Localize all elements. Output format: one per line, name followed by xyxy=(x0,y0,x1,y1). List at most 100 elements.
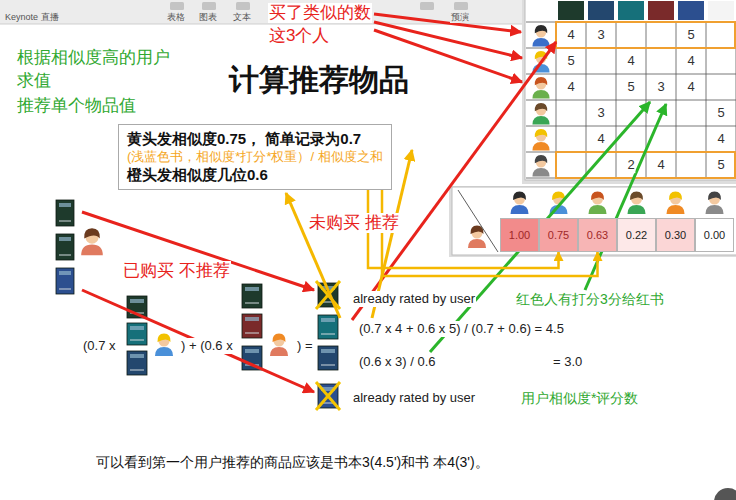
user-body xyxy=(532,38,549,47)
toolbar-icon xyxy=(170,2,184,10)
similarity-cell: 0.30 xyxy=(656,218,695,252)
user-icon xyxy=(667,192,685,215)
book-line xyxy=(59,289,71,290)
user-hair xyxy=(513,192,526,201)
book-thumb xyxy=(618,1,644,20)
table-cell: 3 xyxy=(596,27,605,43)
similarity-cell: 0.75 xyxy=(539,218,578,252)
book-icon xyxy=(318,315,338,339)
book-line xyxy=(59,255,71,256)
table-cell: 4 xyxy=(566,27,575,43)
book-title-band xyxy=(130,354,144,358)
user-hair xyxy=(535,155,547,163)
book-icon xyxy=(56,234,74,260)
similarity-value: 0.30 xyxy=(665,228,686,242)
user-body xyxy=(532,116,549,125)
annotation: 推荐单个物品值 xyxy=(16,96,137,116)
toolbar-label: 表格 xyxy=(166,12,186,23)
user-body xyxy=(81,244,103,255)
user-hair xyxy=(669,192,682,201)
similarity-value: 0.22 xyxy=(626,228,647,242)
user-body xyxy=(270,347,288,356)
user-hair xyxy=(157,334,170,343)
user-icon xyxy=(589,192,607,215)
user-body xyxy=(532,142,549,151)
cross-mark xyxy=(316,281,340,309)
table-cell: 2 xyxy=(626,157,635,173)
user-icon xyxy=(532,77,549,98)
note-text: (浅蓝色书，相似度*打分*权重）/ 相似度之和 xyxy=(127,149,383,166)
similarity-value: 0.63 xyxy=(587,228,608,242)
user-hair xyxy=(535,25,547,33)
annotation-arrow xyxy=(82,290,314,392)
user-hair xyxy=(535,103,547,111)
similarity-value: 0.75 xyxy=(548,228,569,242)
book-line xyxy=(130,340,144,341)
grid-line xyxy=(526,100,736,101)
user-hair xyxy=(630,192,643,201)
book-title-band xyxy=(59,237,71,241)
user-body xyxy=(155,347,173,356)
book-title-band xyxy=(321,318,335,322)
book-title-band xyxy=(59,203,71,207)
toolbar xyxy=(0,0,522,24)
user-body xyxy=(628,205,646,214)
toolbar-label: 图表 xyxy=(198,12,218,23)
annotation: 用户相似度*评分数 xyxy=(520,390,639,407)
result-text: = 3.0 xyxy=(552,354,583,370)
cross-mark xyxy=(316,382,340,410)
book-icon xyxy=(127,323,147,345)
row-highlight xyxy=(556,152,735,178)
user-icon xyxy=(511,192,529,215)
annotation-arrows xyxy=(82,14,666,392)
annotation-arrow xyxy=(374,22,522,58)
book-icon xyxy=(242,284,262,308)
cross-mark xyxy=(316,382,340,410)
slide-title: 计算推荐物品 xyxy=(228,62,410,98)
user-icon xyxy=(270,334,288,357)
corner-dot xyxy=(714,488,736,500)
user-body xyxy=(468,239,486,248)
book-line xyxy=(245,303,259,304)
user-icon xyxy=(155,334,173,357)
book-thumb xyxy=(558,1,584,20)
book-icon xyxy=(127,351,147,375)
annotation: 未购买 推荐 xyxy=(308,213,400,233)
result-text: (0.6 x 3) / 0.6 xyxy=(358,354,437,370)
table-cell: 5 xyxy=(626,79,635,95)
table-cell: 3 xyxy=(596,105,605,121)
toolbar-icon xyxy=(236,2,250,10)
similarity-value: 0.00 xyxy=(704,228,725,242)
connectors xyxy=(368,190,598,276)
panel-shadow xyxy=(449,186,736,257)
panel-shadow xyxy=(522,0,736,184)
user-icon xyxy=(706,192,724,215)
user-body xyxy=(511,205,529,214)
book-title-band xyxy=(59,271,71,275)
similarity-cell: 0.63 xyxy=(578,218,617,252)
book-icon xyxy=(56,268,74,294)
annotation: 根据相似度高的用户 xyxy=(16,48,171,68)
book-icon xyxy=(242,314,262,338)
user-icon xyxy=(628,192,646,215)
table-cell: 4 xyxy=(686,53,695,69)
result-text: already rated by user xyxy=(352,390,476,406)
table-cell: 4 xyxy=(686,79,695,95)
grid-line xyxy=(676,22,677,178)
result-text: (0.7 x 4 + 0.6 x 5) / (0.7 + 0.6) = 4.5 xyxy=(358,321,565,337)
table-cell: 4 xyxy=(626,53,635,69)
annotation-arrow xyxy=(286,193,340,318)
user-body xyxy=(532,168,549,177)
formula-text: ) + (0.6 x xyxy=(180,338,234,354)
user-hair xyxy=(708,192,721,201)
toolbar-icon xyxy=(454,2,468,10)
book-title-band xyxy=(130,326,144,330)
note-box: 黄头发相似度0.75， 简单记录为0.7(浅蓝色书，相似度*打分*权重）/ 相似… xyxy=(118,124,392,190)
user-body xyxy=(706,205,724,214)
note-text: 黄头发相似度0.75， 简单记录为0.7 xyxy=(127,129,361,149)
similarity-cell: 0.22 xyxy=(617,218,656,252)
user-hair xyxy=(591,192,604,201)
book-line xyxy=(321,365,335,366)
toolbar-label: 文本 xyxy=(232,12,252,23)
annotation: 求值 xyxy=(16,71,52,91)
